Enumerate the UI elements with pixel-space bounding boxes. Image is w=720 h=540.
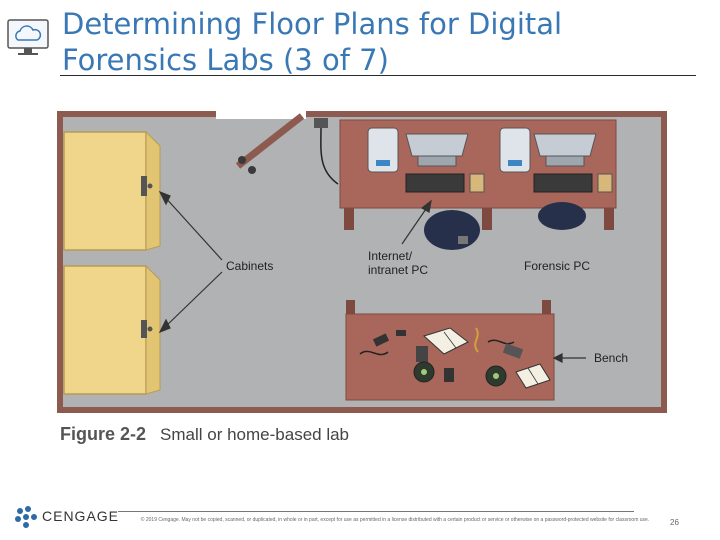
internet-pc xyxy=(367,127,485,250)
arrowhead-cabinet-upper xyxy=(158,190,171,206)
arrow-to-cabinet-lower xyxy=(163,271,223,329)
figure-caption-text: Small or home-based lab xyxy=(160,425,350,444)
figure-caption: Figure 2-2 Small or home-based lab xyxy=(60,424,349,445)
arrow-to-internet-pc xyxy=(401,205,429,245)
forensic-pc xyxy=(499,127,613,230)
cabinet-upper xyxy=(63,130,161,251)
cengage-logo xyxy=(14,505,124,529)
bench xyxy=(345,300,555,401)
label-cabinets: Cabinets xyxy=(226,259,273,273)
arrow-to-cabinet-upper xyxy=(163,195,223,261)
label-forensic-pc: Forensic PC xyxy=(524,259,590,273)
title-divider xyxy=(60,75,696,76)
lab-floor-plan-diagram: Cabinets Internet/ intranet PC Forensic … xyxy=(56,110,668,416)
slide-title: Determining Floor Plans for Digital Fore… xyxy=(62,7,563,77)
door-stop-icon xyxy=(248,166,256,174)
door xyxy=(235,113,305,169)
label-bench: Bench xyxy=(594,351,628,365)
arrowhead-bench xyxy=(552,353,563,363)
brand-name: CENGAGE xyxy=(42,508,120,524)
arrowhead-internet-pc xyxy=(420,199,432,213)
copyright-notice: © 2019 Cengage. May not be copied, scann… xyxy=(140,517,650,523)
page-number: 26 xyxy=(670,518,679,527)
desk-leg-left xyxy=(344,208,354,230)
desk-leg-right xyxy=(604,208,614,230)
label-internet-pc-line1: Internet/ xyxy=(368,249,413,263)
door-hinge-icon xyxy=(238,156,246,164)
door-opening xyxy=(216,110,306,119)
desk-leg-middle xyxy=(482,208,492,230)
power-cord xyxy=(320,127,339,185)
label-internet-pc-line2: intranet PC xyxy=(368,263,428,277)
wall-outlet-icon xyxy=(314,118,328,128)
figure-number: Figure 2-2 xyxy=(60,424,147,444)
cabinet-lower xyxy=(63,264,161,395)
cloud-monitor-icon xyxy=(6,18,52,58)
footer-divider xyxy=(118,511,634,512)
cengage-mark-icon xyxy=(15,506,37,528)
arrowhead-cabinet-lower xyxy=(158,318,171,334)
